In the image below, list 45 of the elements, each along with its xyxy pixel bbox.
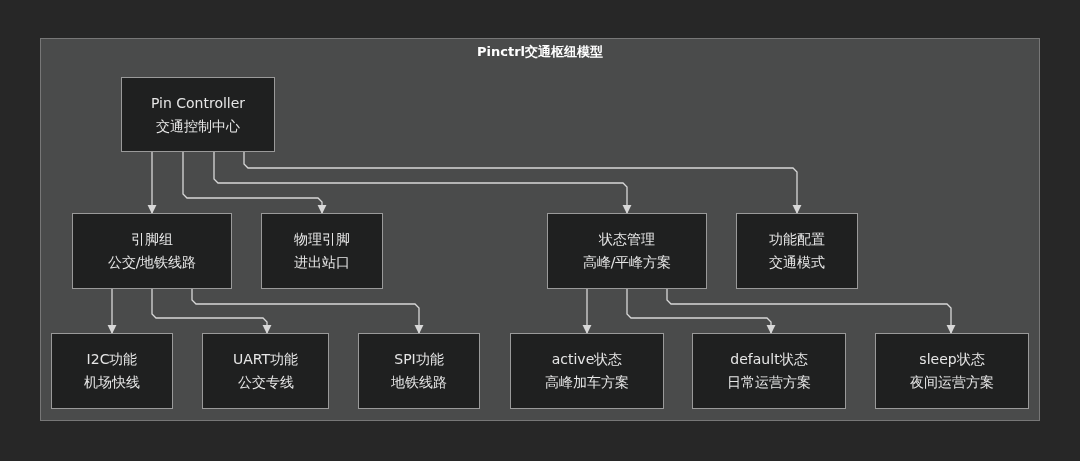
box-label: I2C功能 [86,350,138,369]
arrow [107,288,117,334]
box-label: 高峰加车方案 [545,373,629,392]
box-label: SPI功能 [394,350,444,369]
arrow [626,288,776,334]
box-label: 高峰/平峰方案 [582,253,672,272]
arrow [243,151,802,214]
process-box [358,333,480,409]
arrow [182,151,327,214]
process-box [547,213,707,289]
group-frame [40,38,1040,421]
process-box [202,333,329,409]
process-box [875,333,1029,409]
arrow [582,288,592,334]
box-label: Pin Controller [150,93,246,113]
box-label: 公交专线 [237,373,294,392]
box-label: 功能配置 [769,230,825,249]
box-label: 状态管理 [599,230,655,249]
process-box [51,333,173,409]
box-label: active状态 [551,350,623,369]
box-label: 地铁线路 [391,373,447,392]
process-box [736,213,858,289]
process-box [692,333,846,409]
arrow [666,288,956,334]
box-label: sleep状态 [919,350,985,369]
arrow [213,151,632,214]
process-box [121,77,275,152]
box-label: 引脚组 [131,230,173,249]
box-label: 物理引脚 [294,230,350,249]
box-label: 夜间运营方案 [910,373,994,392]
box-label: 机场快线 [84,373,140,392]
box-label: default状态 [730,350,808,369]
arrow [191,288,424,334]
box-label: UART功能 [232,350,299,369]
process-box [261,213,383,289]
arrow [147,151,157,214]
box-label: 交通控制中心 [156,116,240,136]
group-title: Pinctrl交通枢纽模型 [476,43,604,61]
arrow [151,288,272,334]
process-box [72,213,232,289]
box-label: 公交/地铁线路 [107,253,197,272]
box-label: 交通模式 [769,253,825,272]
box-label: 日常运营方案 [727,373,811,392]
box-label: 进出站口 [294,253,350,272]
process-box [510,333,664,409]
